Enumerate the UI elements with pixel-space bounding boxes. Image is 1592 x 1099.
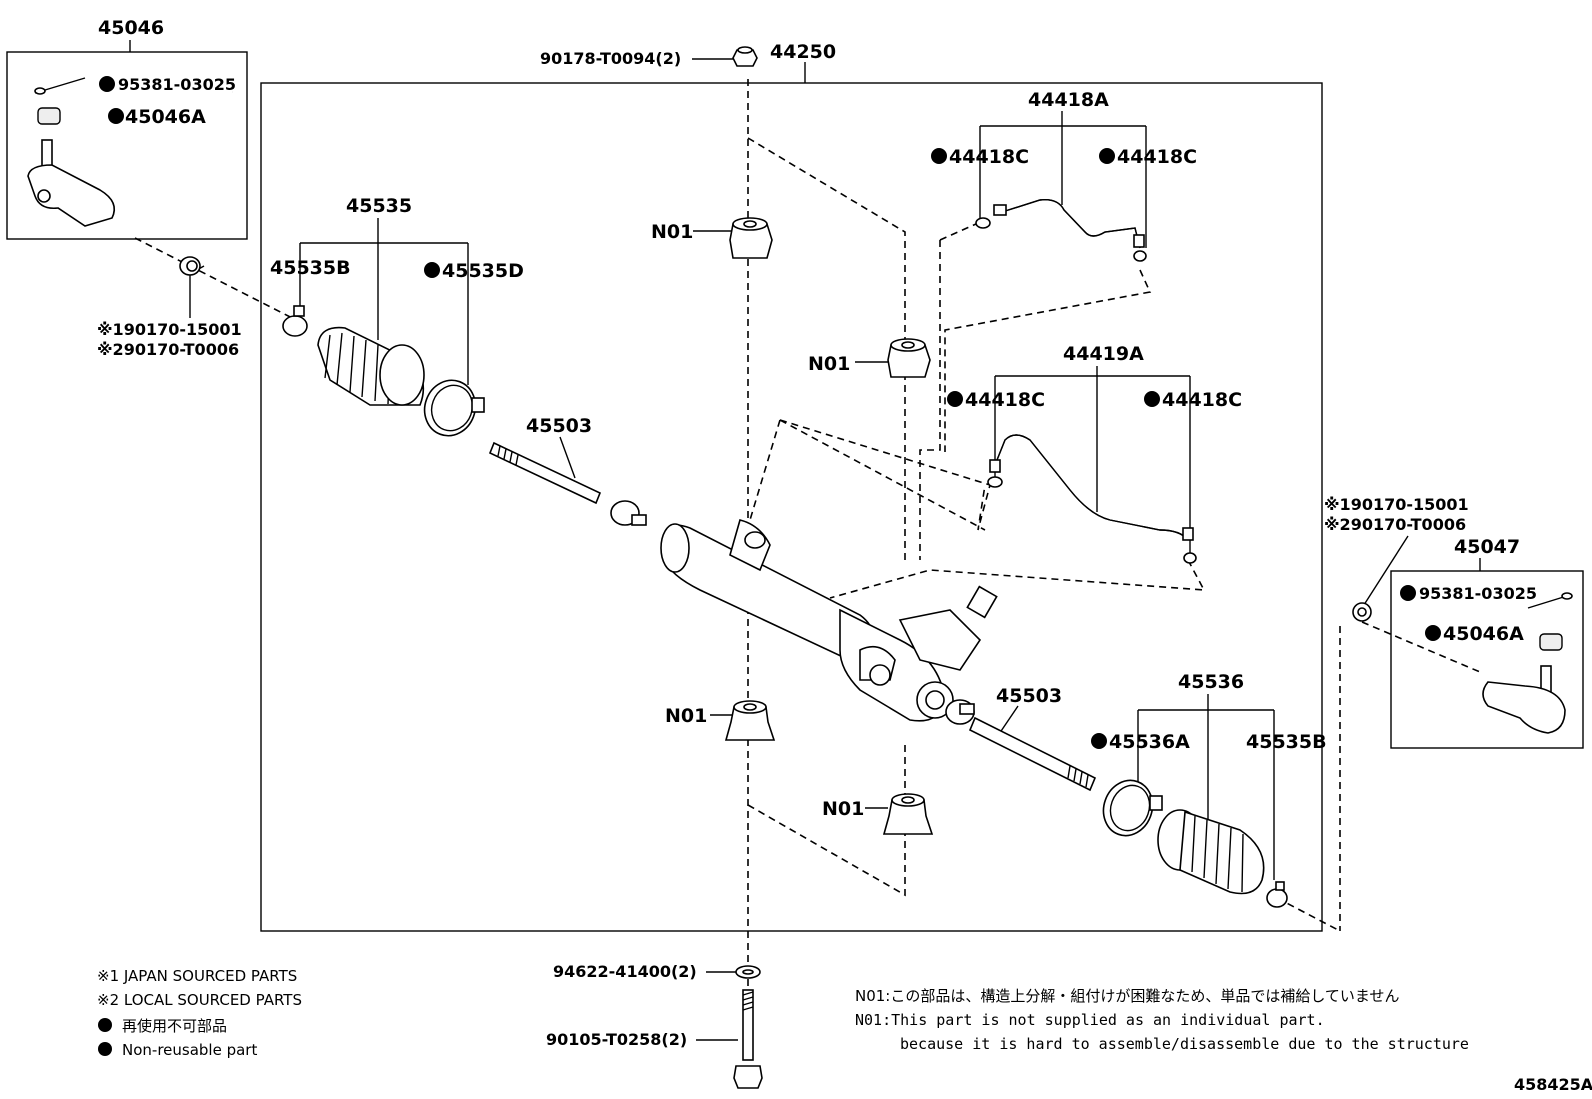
label-grease-cap-right-2: ※290170-T0006	[1324, 515, 1466, 534]
note-en-2: because it is hard to assemble/disassemb…	[900, 1035, 1469, 1053]
non-reusable-marker	[947, 391, 963, 407]
legend-non-reusable-jp: 再使用不可部品	[122, 1017, 227, 1035]
right-tie-rod-frame	[1390, 570, 1584, 749]
legend-japan-sourced: ※1 JAPAN SOURCED PARTS	[97, 967, 297, 985]
label-bolt-top: 90178-T0094(2)	[540, 49, 681, 68]
left-boot-band	[423, 379, 485, 437]
note-en-1: N01:This part is not supplied as an indi…	[855, 1011, 1325, 1029]
label-44418C-lower-right: 44418C	[1162, 389, 1242, 411]
steering-gear-housing	[660, 519, 998, 722]
label-grease-cap-right-1: ※190170-15001	[1324, 495, 1469, 514]
legend-non-reusable-en: Non-reusable part	[122, 1041, 257, 1059]
label-45046: 45046	[98, 17, 164, 39]
upper-pressure-pipe	[975, 199, 1147, 262]
bottom-bolt	[733, 989, 763, 1089]
label-45535: 45535	[346, 195, 412, 217]
n01-mount-4	[882, 793, 934, 835]
label-45503-left: 45503	[526, 415, 592, 437]
left-grease-cap	[179, 256, 201, 276]
label-cotter-pin-left: 95381-03025	[118, 75, 236, 94]
non-reusable-marker	[424, 262, 440, 278]
note-jp: N01:この部品は、構造上分解・組付けが困難なため、単品では補給していません	[855, 987, 1399, 1005]
right-boot-clamp	[1266, 881, 1288, 908]
label-44418A: 44418A	[1028, 89, 1109, 111]
label-grease-cap-left-2: ※290170-T0006	[97, 340, 239, 359]
label-44250: 44250	[770, 41, 836, 63]
right-boot-band	[1102, 779, 1163, 837]
lower-pressure-pipe	[987, 434, 1197, 564]
label-45047: 45047	[1454, 536, 1520, 558]
label-grease-cap-left-1: ※190170-15001	[97, 320, 242, 339]
label-45535B-right: 45535B	[1246, 731, 1327, 753]
label-45535B-left: 45535B	[270, 257, 351, 279]
right-rack-end	[945, 699, 1097, 792]
label-nut-left: 45046A	[125, 106, 206, 128]
label-44418C-upper-right: 44418C	[1117, 146, 1197, 168]
left-boot-clamp	[282, 305, 308, 337]
non-reusable-marker	[1400, 585, 1416, 601]
n01-mount-3	[724, 700, 776, 741]
label-n01-4: N01	[822, 798, 864, 820]
label-45536A: 45536A	[1109, 731, 1190, 753]
label-n01-3: N01	[665, 705, 707, 727]
n01-mount-2	[887, 338, 931, 378]
right-steering-boot	[1157, 809, 1265, 895]
left-tie-rod-end	[27, 77, 116, 227]
right-grease-cap	[1352, 602, 1372, 622]
label-44418C-lower-left: 44418C	[965, 389, 1045, 411]
bottom-washer	[735, 965, 761, 979]
label-nut-right: 45046A	[1443, 623, 1524, 645]
label-44419A: 44419A	[1063, 343, 1144, 365]
left-steering-boot	[317, 326, 425, 406]
non-reusable-marker	[1144, 391, 1160, 407]
non-reusable-marker	[931, 148, 947, 164]
non-reusable-marker	[108, 108, 124, 124]
label-45536: 45536	[1178, 671, 1244, 693]
diagram-id: 458425A	[1514, 1075, 1592, 1094]
label-44418C-upper-left: 44418C	[949, 146, 1029, 168]
n01-notes: N01:この部品は、構造上分解・組付けが困難なため、単品では補給していません N…	[855, 987, 1469, 1053]
non-reusable-marker	[1099, 148, 1115, 164]
label-washer-bottom: 94622-41400(2)	[553, 962, 697, 981]
label-45503-right: 45503	[996, 685, 1062, 707]
non-reusable-marker	[1425, 625, 1441, 641]
left-rack-end	[488, 441, 647, 526]
legend: ※1 JAPAN SOURCED PARTS ※2 LOCAL SOURCED …	[97, 967, 302, 1059]
label-45535D: 45535D	[442, 260, 524, 282]
top-bolt-nut	[732, 46, 758, 67]
label-cotter-pin-right: 95381-03025	[1419, 584, 1537, 603]
dashed-guide-lines	[134, 79, 1481, 1055]
label-n01-2: N01	[808, 353, 850, 375]
non-reusable-marker	[99, 76, 115, 92]
label-bolt-bottom: 90105-T0258(2)	[546, 1030, 687, 1049]
main-assembly-frame	[260, 82, 1323, 932]
label-n01-1: N01	[651, 221, 693, 243]
legend-dot-icon	[98, 1042, 112, 1056]
n01-mount-1	[729, 217, 773, 259]
legend-dot-icon	[98, 1018, 112, 1032]
legend-local-sourced: ※2 LOCAL SOURCED PARTS	[97, 991, 302, 1009]
left-tie-rod-frame	[6, 51, 248, 240]
right-tie-rod-end	[1482, 592, 1573, 734]
non-reusable-marker	[1091, 733, 1107, 749]
